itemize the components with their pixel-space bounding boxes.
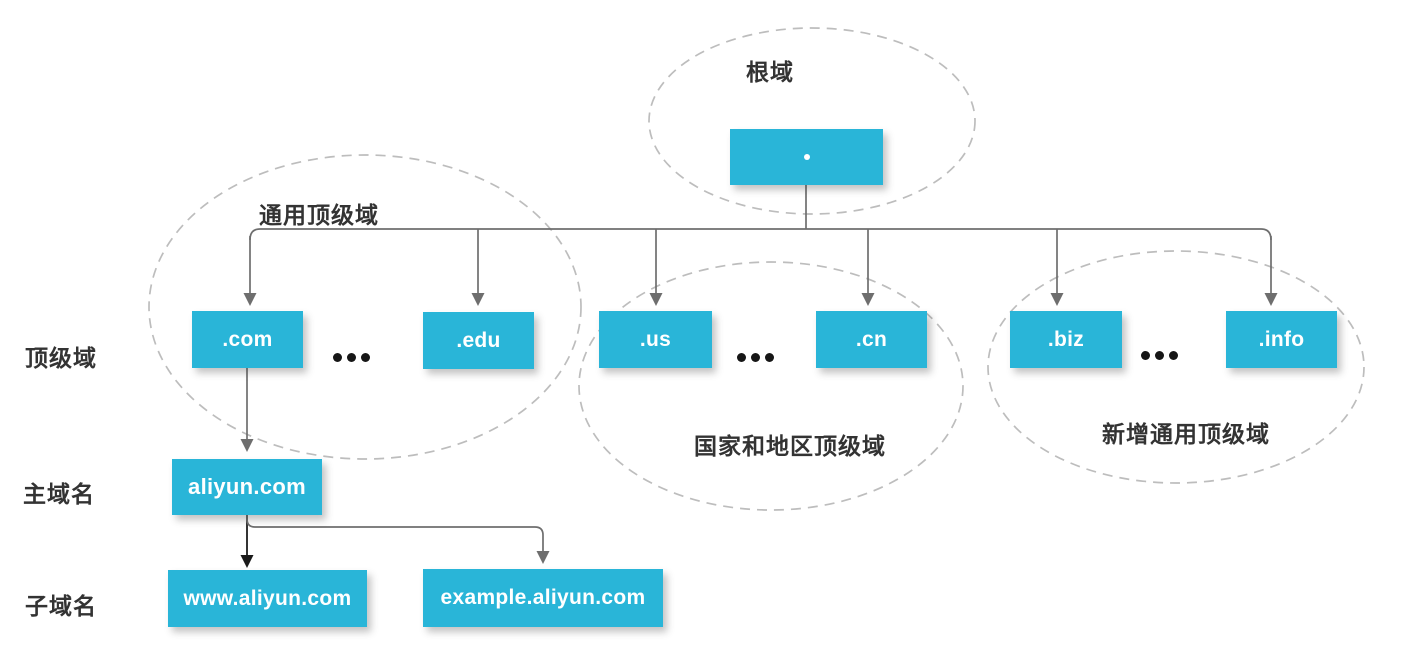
node-root (730, 129, 883, 185)
dot-icon (361, 353, 370, 362)
root-group-ellipse (648, 27, 976, 215)
dot-icon (751, 353, 760, 362)
node-edu: .edu (423, 312, 534, 369)
node-cn: .cn (816, 311, 927, 368)
node-us: .us (599, 311, 712, 368)
row-label-subdomain: 子域名 (25, 593, 97, 619)
node-biz: .biz (1010, 311, 1122, 368)
row-label-tld: 顶级域 (25, 345, 97, 371)
bus-line (249, 228, 1272, 241)
row-label-main-domain: 主域名 (23, 481, 95, 507)
ellipsis-new-generic-tld (1141, 351, 1178, 360)
node-info: .info (1226, 311, 1337, 368)
dot-icon (765, 353, 774, 362)
node-aliyun-com: aliyun.com (172, 459, 322, 515)
ellipsis-country-tld (737, 353, 774, 362)
dot-icon (737, 353, 746, 362)
dot-icon (1141, 351, 1150, 360)
root-group-label: 根域 (746, 59, 794, 85)
dot-icon (347, 353, 356, 362)
dot-icon (1155, 351, 1164, 360)
country-tld-group-ellipse (578, 261, 964, 511)
ellipsis-generic-tld (333, 353, 370, 362)
new-generic-tld-group-label: 新增通用顶级域 (1102, 421, 1270, 447)
generic-tld-group-label: 通用顶级域 (259, 202, 379, 228)
node-com: .com (192, 311, 303, 368)
node-www-aliyun-com: www.aliyun.com (168, 570, 367, 627)
node-example-aliyun-com: example.aliyun.com (423, 569, 663, 627)
generic-tld-group-ellipse (148, 154, 582, 460)
arrow-aliyun-to-example (246, 515, 550, 564)
country-tld-group-label: 国家和地区顶级域 (694, 433, 886, 459)
dot-icon (333, 353, 342, 362)
root-dot-icon (803, 154, 810, 160)
dot-icon (1169, 351, 1178, 360)
new-generic-tld-group-ellipse (987, 250, 1365, 484)
